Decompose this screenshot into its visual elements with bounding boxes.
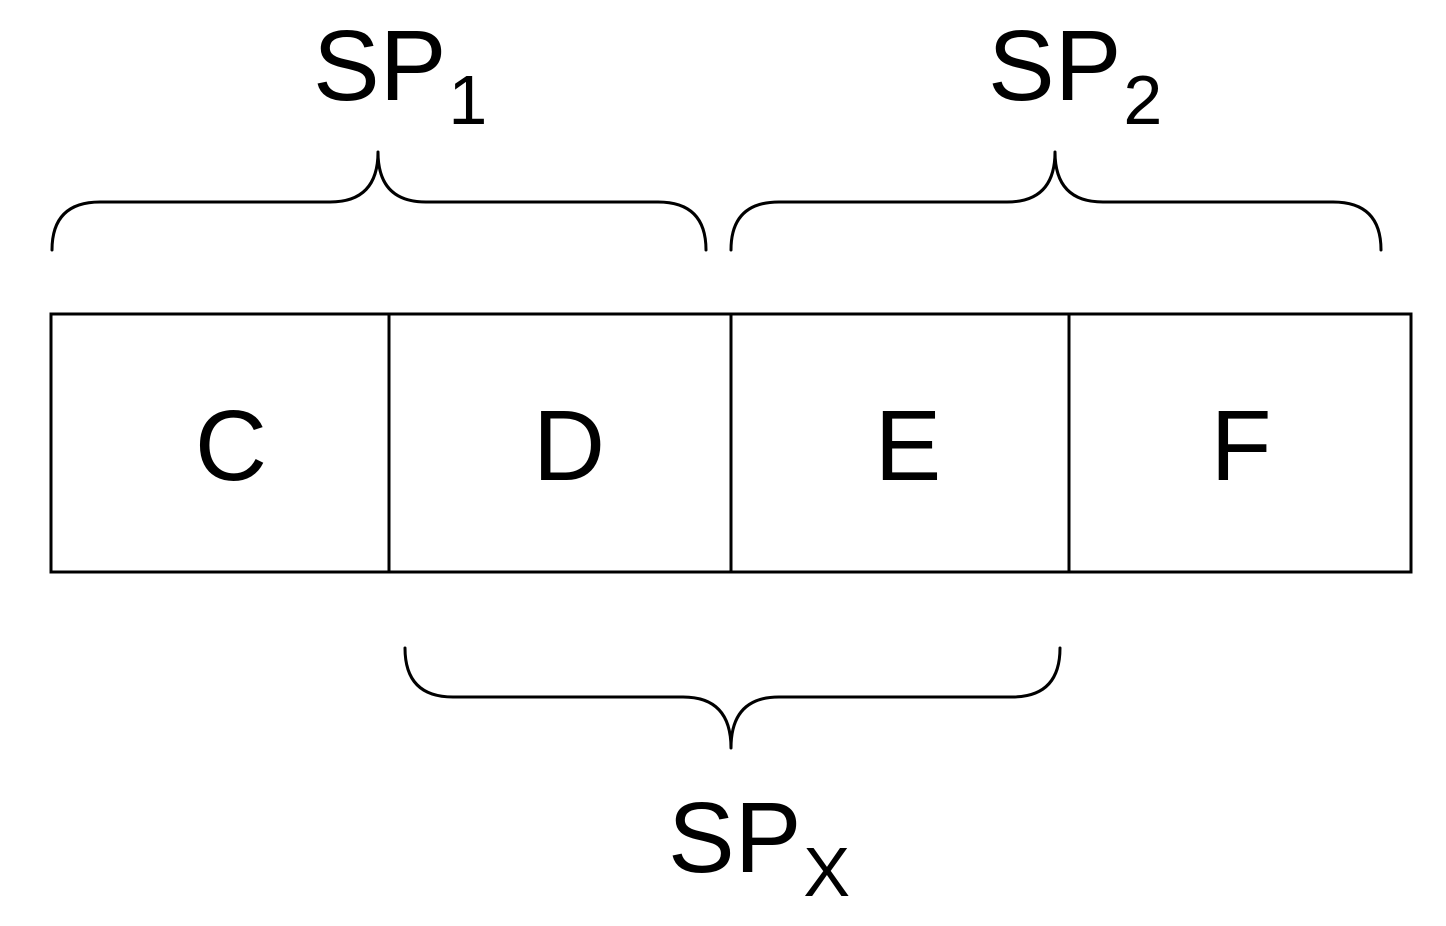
group-label-spx-base: SP [668, 782, 801, 894]
cell-label-c: C [195, 390, 267, 502]
group-label-sp2: SP2 [988, 10, 1162, 139]
cell-label-e: E [875, 390, 942, 502]
group-label-spx: SPX [668, 782, 850, 911]
cell-box-f [1067, 312, 1413, 574]
cell-box-e [729, 312, 1071, 574]
brace-spx [403, 646, 1062, 750]
group-label-sp1: SP1 [313, 10, 487, 139]
group-label-sp1-base: SP [313, 10, 446, 122]
cell-label-d: D [533, 390, 605, 502]
cell-row: C D E F [49, 312, 1413, 574]
brace-sp2 [729, 150, 1383, 252]
group-label-sp1-subscript: 1 [448, 61, 487, 139]
brace-sp1 [50, 150, 708, 252]
cell-label-f: F [1210, 390, 1271, 502]
cell-box-c [49, 312, 391, 574]
group-label-sp2-base: SP [988, 10, 1121, 122]
group-label-spx-subscript: X [803, 833, 850, 911]
cell-box-d [387, 312, 733, 574]
group-label-sp2-subscript: 2 [1123, 61, 1162, 139]
